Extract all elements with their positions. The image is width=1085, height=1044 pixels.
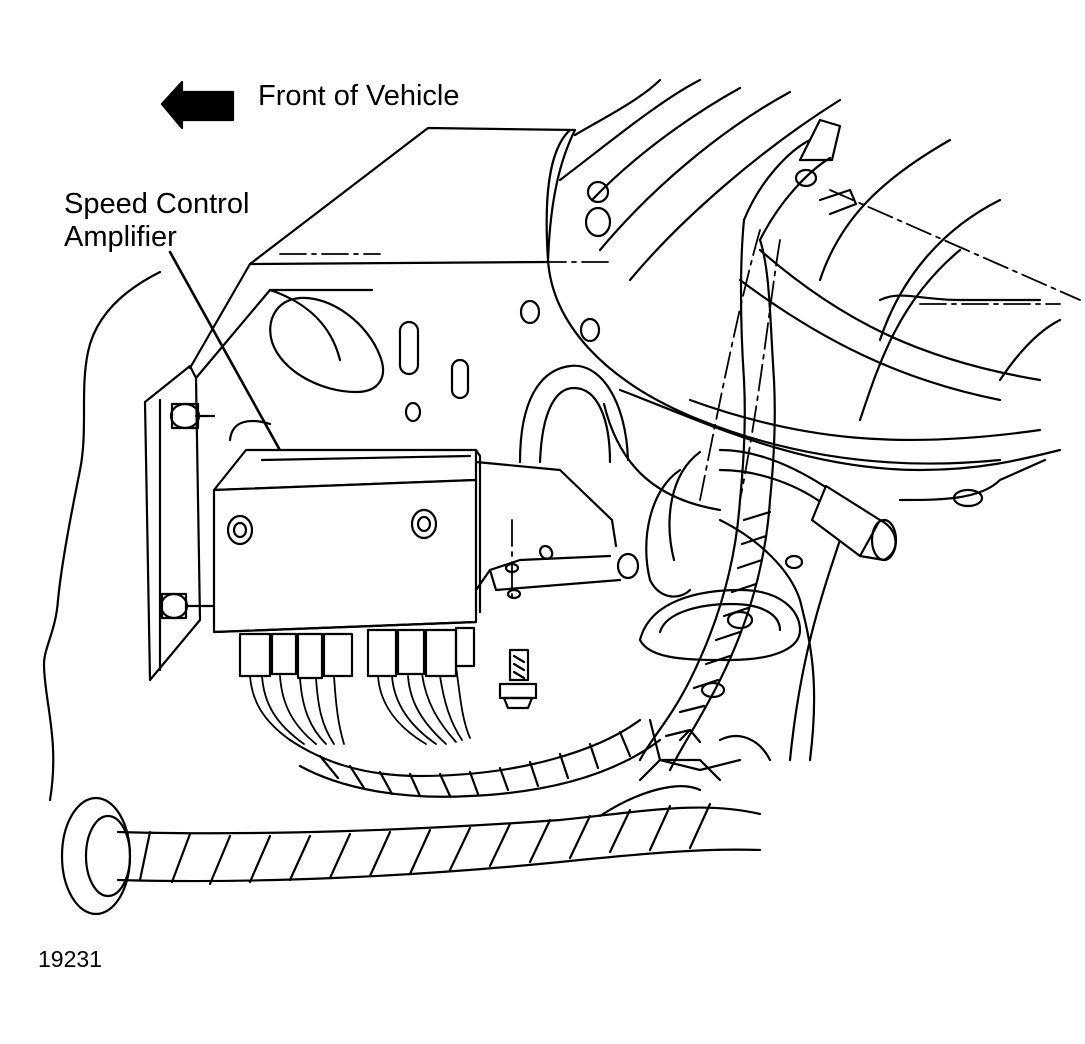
panel-cutouts: [269, 296, 804, 699]
figure-id: 19231: [38, 946, 102, 972]
support-bracket: [474, 460, 640, 600]
connector-plug: [810, 484, 898, 562]
amplifier-connectors: [238, 626, 476, 680]
body-contour: [42, 270, 162, 802]
grommet: [60, 796, 132, 916]
upper-connector: [794, 118, 858, 216]
looped-harness: [645, 448, 832, 598]
bracket-studs: [159, 402, 216, 620]
main-harness: [60, 728, 762, 916]
amplifier-label-line-2: Amplifier: [64, 221, 177, 253]
vertical-harness: [638, 138, 832, 772]
speed-control-amplifier-label: Speed Control Amplifier: [64, 188, 249, 254]
harness-clip: [648, 718, 772, 772]
amplifier-nut-right: [410, 508, 438, 540]
amplifier-label-line-1: Speed Control: [64, 188, 250, 220]
amplifier-harness: [288, 718, 662, 798]
reference-lines: [279, 189, 1081, 601]
left-arrow-icon: [160, 80, 235, 130]
connector-wires: [249, 665, 471, 745]
mounting-bracket: [143, 364, 202, 682]
mounting-bolt: [498, 648, 538, 710]
lower-right-panel: [638, 458, 1047, 762]
upper-panel: [188, 126, 577, 380]
speed-control-amplifier: [212, 420, 482, 634]
front-of-vehicle-label: Front of Vehicle: [258, 80, 460, 112]
amplifier-nut-left: [226, 514, 254, 546]
